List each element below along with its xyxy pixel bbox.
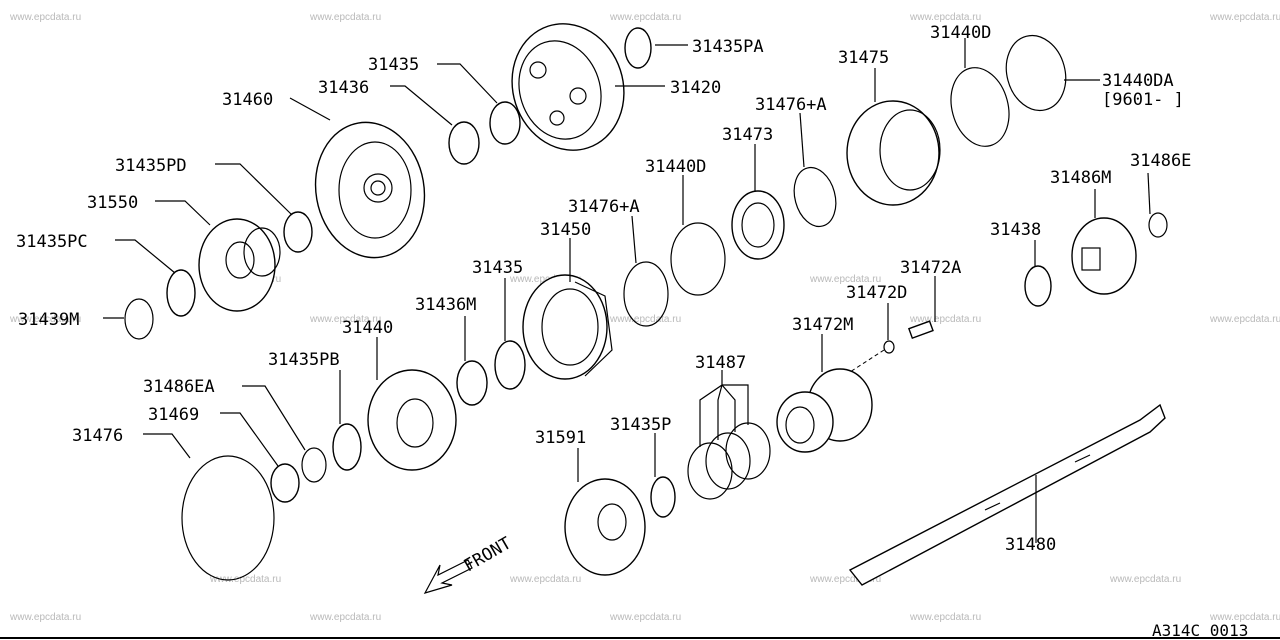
label-31440D: 31440D xyxy=(930,23,991,43)
label-31469: 31469 xyxy=(148,405,199,425)
watermark: www.epcdata.ru xyxy=(1109,574,1181,585)
watermark: www.epcdata.ru xyxy=(809,274,881,285)
label-31440D-mid: 31440D xyxy=(645,157,706,177)
gear-31550 xyxy=(198,218,281,312)
label-31435PB: 31435PB xyxy=(268,350,340,370)
watermark: www.epcdata.ru xyxy=(909,12,981,23)
label-31435: 31435 xyxy=(368,55,419,75)
watermark-group: www.epcdata.ru www.epcdata.ru www.epcdat… xyxy=(9,12,1280,623)
watermark: www.epcdata.ru xyxy=(1209,314,1280,325)
label-31472A: 31472A xyxy=(900,258,961,278)
label-31476A: 31476+A xyxy=(755,95,827,115)
sleeve-31472M xyxy=(776,368,873,453)
part-labels: 31435PA 31420 31435 31436 31460 31475 31… xyxy=(16,23,1191,555)
label-31476A-mid: 31476+A xyxy=(568,197,640,217)
assembly-31450 xyxy=(522,274,613,380)
shaft-31480 xyxy=(848,403,1166,586)
snap-ring-31476A-mid xyxy=(623,261,669,327)
label-31435P: 31435P xyxy=(610,415,671,435)
bearing-31473 xyxy=(731,190,785,260)
washer-31435PB xyxy=(332,423,362,471)
label-31475: 31475 xyxy=(838,48,889,68)
label-31486M: 31486M xyxy=(1050,168,1111,188)
washer-31438 xyxy=(1024,265,1052,307)
watermark: www.epcdata.ru xyxy=(509,574,581,585)
front-label: FRONT xyxy=(461,533,515,576)
washer-31435PD xyxy=(283,211,313,253)
snap-ring-31486E xyxy=(1148,212,1168,238)
label-31486EA: 31486EA xyxy=(143,377,215,397)
gear-31486M xyxy=(1071,217,1137,295)
snap-ring-31476 xyxy=(181,455,275,581)
watermark: www.epcdata.ru xyxy=(9,12,81,23)
washer-31472D xyxy=(883,340,895,354)
label-31439M: 31439M xyxy=(18,310,79,330)
watermark: www.epcdata.ru xyxy=(309,12,381,23)
label-31472M: 31472M xyxy=(792,315,853,335)
washer-31435PA xyxy=(624,27,652,69)
label-31450: 31450 xyxy=(540,220,591,240)
carrier-31440 xyxy=(367,369,457,471)
plate-31436 xyxy=(448,121,480,165)
label-31460: 31460 xyxy=(222,90,273,110)
drum-31460 xyxy=(314,121,426,259)
watermark: www.epcdata.ru xyxy=(609,314,681,325)
label-31550: 31550 xyxy=(87,193,138,213)
washer-31435 xyxy=(489,101,521,145)
label-31436M: 31436M xyxy=(415,295,476,315)
watermark: www.epcdata.ru xyxy=(909,612,981,623)
watermark: www.epcdata.ru xyxy=(209,574,281,585)
watermark: www.epcdata.ru xyxy=(9,314,81,325)
label-31438: 31438 xyxy=(990,220,1041,240)
dashed-guide xyxy=(849,349,885,373)
label-31486E: 31486E xyxy=(1130,151,1191,171)
label-31440: 31440 xyxy=(342,318,393,338)
snap-ring-31476A xyxy=(793,166,837,228)
label-31591: 31591 xyxy=(535,428,586,448)
label-31476: 31476 xyxy=(72,426,123,446)
watermark: www.epcdata.ru xyxy=(509,274,581,285)
watermark: www.epcdata.ru xyxy=(909,314,981,325)
watermark: www.epcdata.ru xyxy=(309,612,381,623)
label-31435-mid: 31435 xyxy=(472,258,523,278)
gear-31475 xyxy=(846,100,941,206)
front-arrow: FRONT xyxy=(423,533,515,594)
plate-31436M xyxy=(456,360,488,406)
label-31480: 31480 xyxy=(1005,535,1056,555)
label-31473: 31473 xyxy=(722,125,773,145)
label-31487: 31487 xyxy=(695,353,746,373)
ring-31486EA xyxy=(301,447,327,483)
ring-31440DA xyxy=(1005,34,1067,112)
gear-31469 xyxy=(270,463,300,503)
label-31435PA: 31435PA xyxy=(692,37,764,57)
label-31436: 31436 xyxy=(318,78,369,98)
label-31420: 31420 xyxy=(670,78,721,98)
gear-31591 xyxy=(564,478,646,576)
watermark: www.epcdata.ru xyxy=(809,574,881,585)
watermark: www.epcdata.ru xyxy=(1209,12,1280,23)
watermark: www.epcdata.ru xyxy=(609,612,681,623)
watermark: www.epcdata.ru xyxy=(9,612,81,623)
label-31435PD: 31435PD xyxy=(115,156,187,176)
leader-lines xyxy=(103,38,1151,543)
label-31440DA-range: [9601- ] xyxy=(1102,90,1184,110)
washer-31435-mid xyxy=(494,340,526,390)
label-31435PC: 31435PC xyxy=(16,232,88,252)
bolt-31472A xyxy=(907,320,934,340)
ring-31440D xyxy=(950,67,1010,147)
watermark: www.epcdata.ru xyxy=(309,314,381,325)
label-31472D: 31472D xyxy=(846,283,907,303)
diagram-code: A314C 0013 xyxy=(1152,621,1248,640)
watermark: www.epcdata.ru xyxy=(1209,612,1280,623)
watermark: www.epcdata.ru xyxy=(609,12,681,23)
washer-31435P xyxy=(650,476,676,518)
part-shapes xyxy=(124,23,1168,586)
gear-31420 xyxy=(511,23,625,151)
label-31440DA: 31440DA xyxy=(1102,71,1174,91)
ring-31439M xyxy=(124,298,154,340)
washer-31435PC xyxy=(166,269,196,317)
ring-31440D-mid xyxy=(670,222,726,296)
